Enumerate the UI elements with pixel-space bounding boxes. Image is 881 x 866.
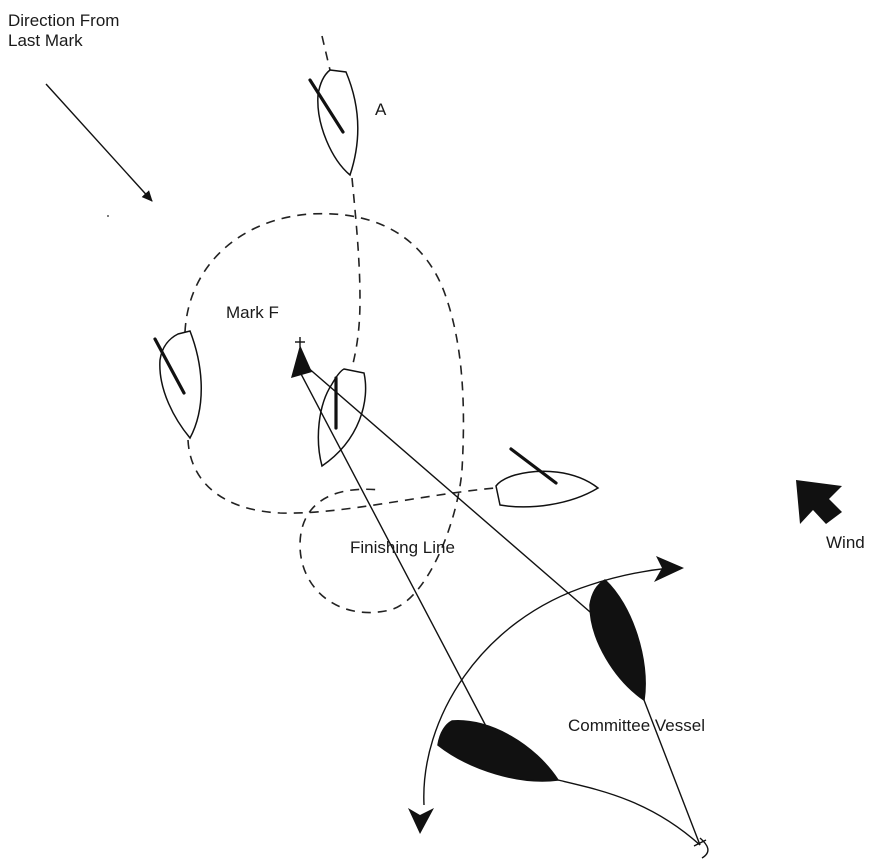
committee-vessel-lower bbox=[437, 720, 560, 782]
mark-f-triangle bbox=[291, 345, 312, 378]
anchor-rode-lower bbox=[557, 779, 701, 846]
mark-f-label: Mark F bbox=[226, 303, 279, 322]
boat-right-sail bbox=[509, 447, 558, 485]
rounding-track-lower bbox=[187, 439, 496, 514]
finishing-line-upper bbox=[305, 365, 598, 619]
finishing-line-lower bbox=[299, 371, 489, 731]
finishing-line-label: Finishing Line bbox=[350, 538, 455, 557]
direction-label-line1: Direction From bbox=[8, 11, 120, 30]
boat-left-sail bbox=[153, 337, 186, 395]
direction-label-line2: Last Mark bbox=[8, 31, 83, 50]
swing-arrow-head-down bbox=[408, 808, 434, 834]
stray-dot bbox=[107, 215, 109, 217]
direction-arrow bbox=[45, 83, 153, 202]
swing-arrow-head-right bbox=[654, 556, 684, 582]
anchor-icon bbox=[693, 837, 709, 859]
wind-arrow-icon bbox=[796, 480, 842, 524]
boat-right-hull bbox=[495, 470, 600, 508]
track-a-top bbox=[321, 35, 331, 71]
rounding-loop bbox=[184, 212, 465, 614]
anchor-rode-upper bbox=[643, 699, 701, 846]
committee-vessel-upper bbox=[589, 579, 646, 702]
boat-a-sail bbox=[308, 78, 345, 134]
wind-label: Wind bbox=[826, 533, 865, 552]
committee-vessel-label: Committee Vessel bbox=[568, 716, 705, 735]
boat-a-label: A bbox=[375, 100, 387, 119]
track-a-approach bbox=[351, 177, 361, 369]
swing-arc bbox=[423, 567, 671, 806]
